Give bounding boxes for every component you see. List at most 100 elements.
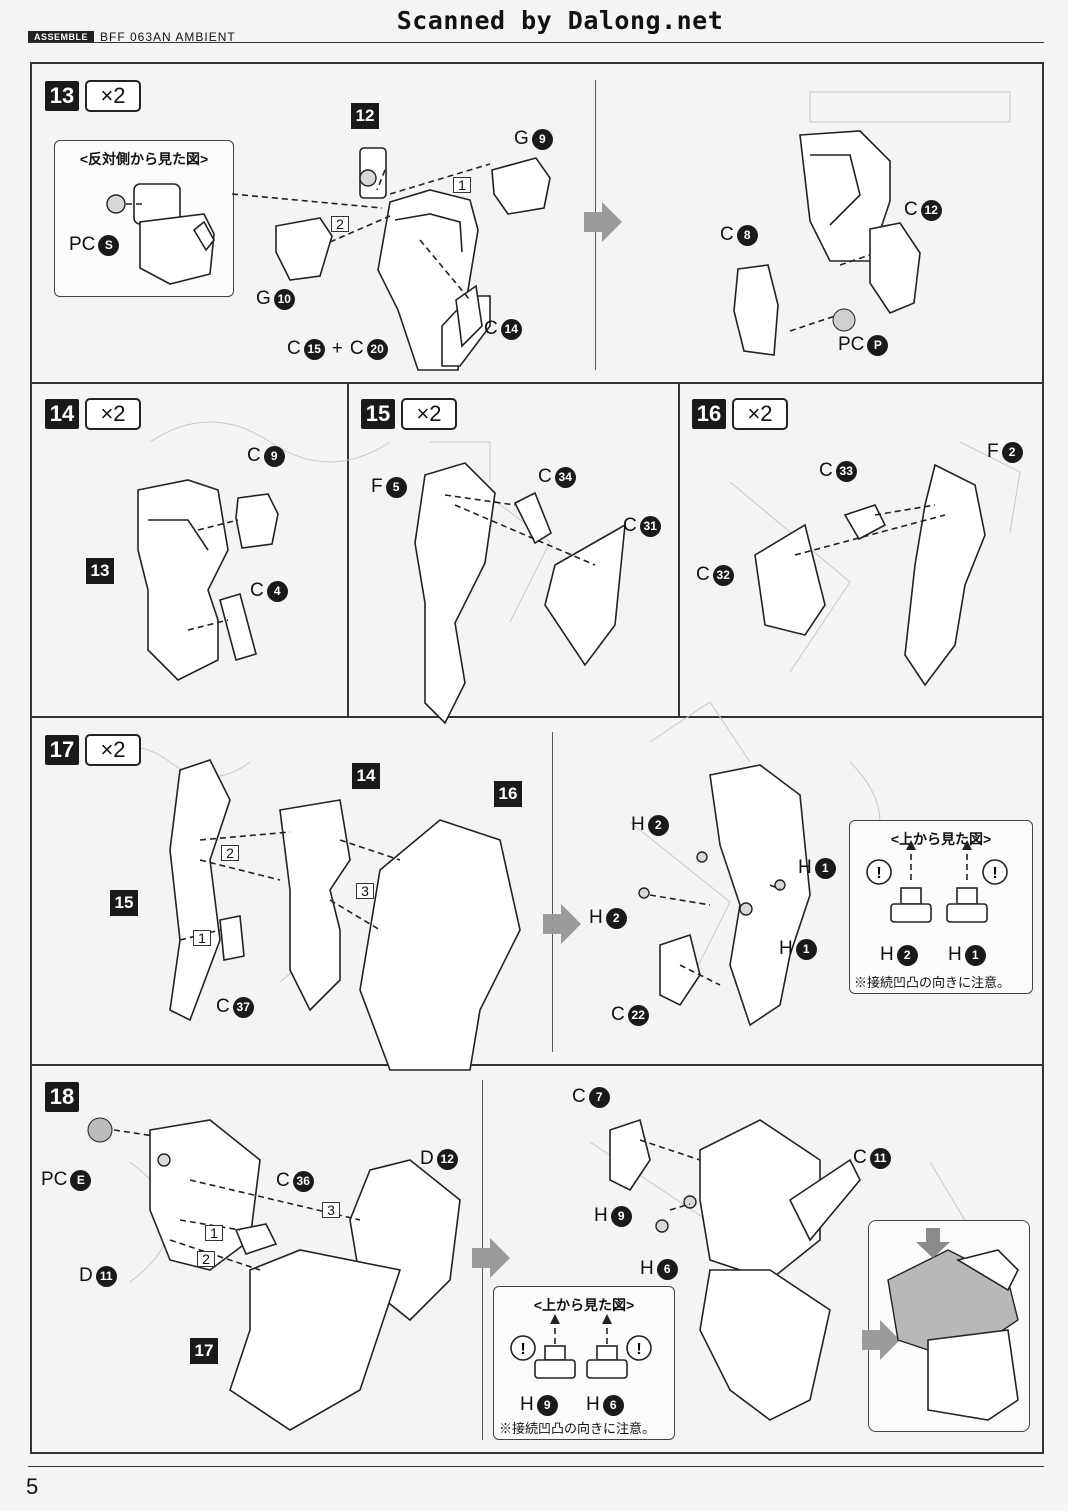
subassembly-tag-15: 15 [110, 890, 138, 916]
step-18-header: 18 [45, 1082, 79, 1112]
step15-drawing [414, 462, 626, 725]
quantity-mark: ×2 [85, 80, 141, 112]
step17-result-drawing [638, 764, 811, 1027]
instruction-frame [30, 62, 1044, 1454]
step-17-header: 17 ×2 [45, 734, 141, 766]
step-number: 15 [361, 399, 395, 429]
scan-banner: Scanned by Dalong.net [396, 6, 724, 35]
inset-note: ※接続凹凸の向きに注意。 [499, 1421, 656, 1436]
subassembly-tag-14: 14 [352, 763, 380, 789]
inset-note: ※接続凹凸の向きに注意。 [854, 975, 1011, 990]
next-arrow-17 [543, 904, 581, 944]
step16-drawing [754, 463, 986, 687]
svg-text:!: ! [876, 865, 881, 882]
top-view-inset-17: <上から見た図> [849, 820, 1033, 994]
pc-p-sphere [832, 308, 856, 332]
divider-row2 [30, 716, 1044, 718]
inset-title: <上から見た図> [533, 1297, 635, 1313]
step-number: 14 [45, 399, 79, 429]
divider-14-15 [347, 383, 349, 716]
subassembly-tag-13: 13 [86, 558, 114, 584]
section-tag: ASSEMBLE [28, 31, 95, 43]
step-14-header: 14 ×2 [45, 398, 141, 430]
sequence-2: 2 [221, 845, 239, 861]
sequence-2: 2 [331, 216, 349, 232]
quantity-mark: ×2 [85, 734, 141, 766]
divider-row1 [30, 382, 1044, 384]
next-arrow-detail [862, 1320, 900, 1360]
step18-result-drawing [609, 1118, 861, 1421]
step17-drawing [169, 759, 521, 1071]
divider-row3 [30, 1064, 1044, 1066]
step-number: 16 [692, 399, 726, 429]
inset18-drawing: ! ! [510, 1314, 652, 1379]
sequence-3: 3 [322, 1202, 340, 1218]
subassembly-tag-12: 12 [351, 103, 379, 129]
subassembly-tag-17: 17 [190, 1338, 218, 1364]
step14-drawing [137, 479, 279, 681]
svg-text:!: ! [520, 1341, 525, 1358]
quantity-mark: ×2 [401, 398, 457, 430]
sequence-1: 1 [205, 1225, 223, 1241]
step-15-header: 15 ×2 [361, 398, 457, 430]
inset17-drawing: ! ! [866, 840, 1008, 923]
step-16-header: 16 ×2 [692, 398, 788, 430]
svg-text:!: ! [636, 1341, 641, 1358]
next-arrow-18 [472, 1238, 510, 1278]
step-number: 17 [45, 735, 79, 765]
sequence-3: 3 [356, 883, 374, 899]
page-number: 5 [26, 1474, 39, 1499]
step-13-header: 13 ×2 [45, 80, 141, 112]
step18-drawing [87, 1117, 461, 1431]
svg-text:!: ! [992, 865, 997, 882]
divider-15-16 [678, 383, 680, 716]
step13-inset-drawing [106, 183, 215, 285]
sequence-2: 2 [197, 1251, 215, 1267]
quantity-mark: ×2 [85, 398, 141, 430]
top-view-inset-18: <上から見た図> [493, 1286, 675, 1440]
footer-rule [28, 1466, 1044, 1467]
next-arrow-13 [584, 202, 622, 242]
quantity-mark: ×2 [732, 398, 788, 430]
detail-drawing [887, 1228, 1019, 1421]
divider-17 [552, 732, 553, 1052]
step-number: 18 [45, 1082, 79, 1112]
step13-main-drawing [231, 147, 551, 371]
sequence-1: 1 [453, 177, 471, 193]
subassembly-tag-16: 16 [494, 781, 522, 807]
sequence-1: 1 [193, 930, 211, 946]
